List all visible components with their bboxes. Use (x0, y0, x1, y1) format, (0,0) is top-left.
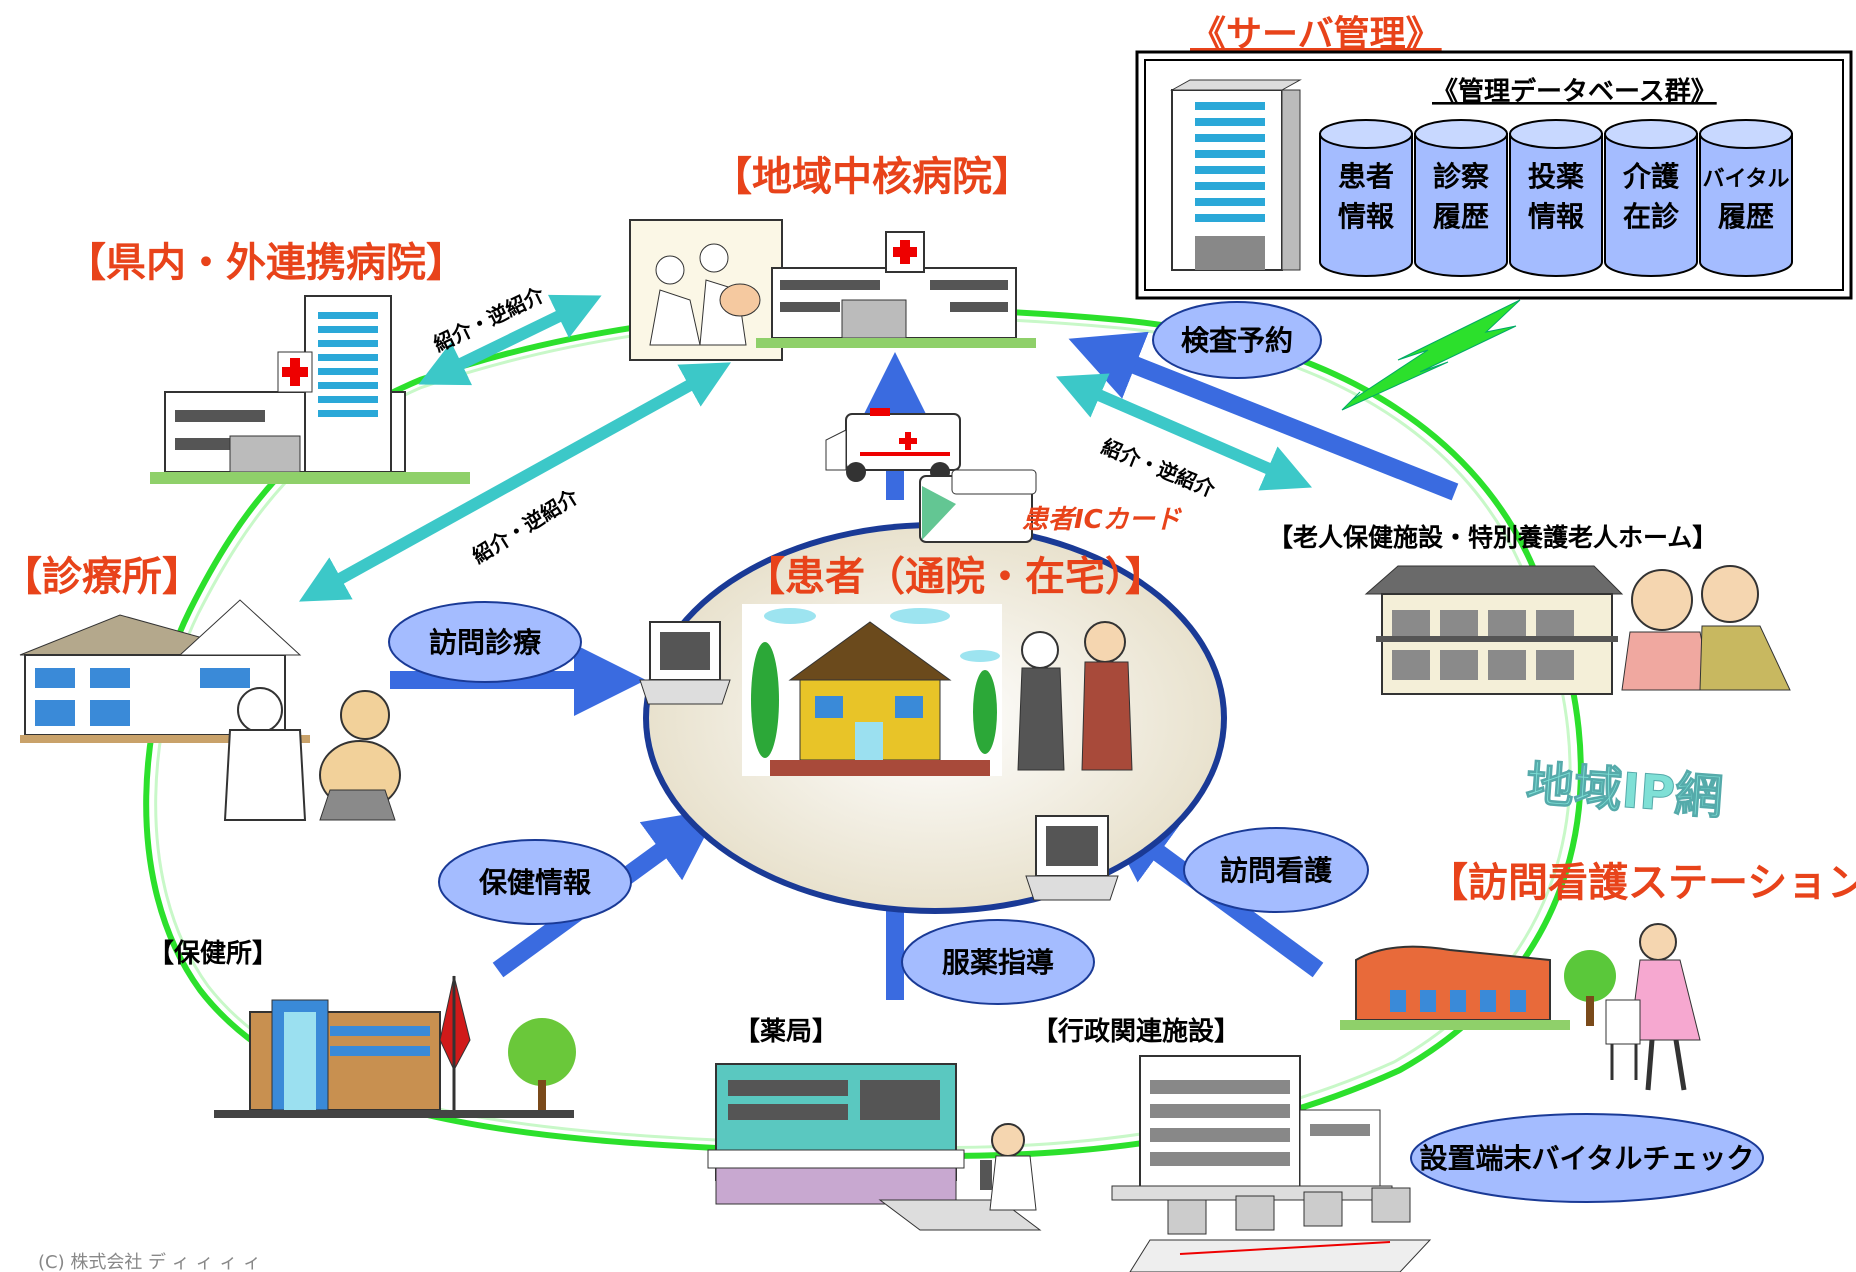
doctor-patient-icon (223, 687, 401, 821)
health-center-title: 【保健所】 (148, 939, 278, 969)
core-hospital-building-icon (756, 231, 1036, 348)
ic-card-label: 患者ICカード (1022, 505, 1183, 535)
arrow-referral-core-clinic (299, 362, 731, 602)
pharmacy: 【薬局】 (707, 1017, 1042, 1231)
house-icon (742, 604, 1002, 776)
pill-health-info: 保健情報 (438, 839, 632, 925)
database-label-line1: 患者 (1338, 160, 1394, 193)
clinic-building-icon (19, 599, 310, 743)
ic-card-icon (919, 469, 1037, 543)
database-label-line2: 情報 (1528, 200, 1585, 233)
pill-visit-nursing: 訪問看護 (1183, 827, 1369, 913)
nursing-station-building-icon (1340, 945, 1616, 1030)
database-label-line1: 介護 (1622, 160, 1680, 193)
health-center: 【保健所】 (148, 939, 576, 1118)
health-center-building-icon (214, 975, 576, 1118)
admin-facility: 【行政関連施設】 (1032, 1016, 1432, 1272)
pill-home-visit-care-label: 訪問診療 (429, 626, 542, 659)
database-label-line1: バイタル (1702, 167, 1789, 192)
pill-vital-check: 設置端末バイタルチェック (1410, 1113, 1764, 1203)
clinic-title: 【診療所】 (2, 554, 202, 600)
server-building-icon (1170, 79, 1302, 271)
partner-hospital-building-icon (150, 295, 470, 484)
admin-facility-building-icon (1111, 1055, 1393, 1201)
pill-medication-guidance-label: 服薬指導 (942, 946, 1054, 979)
partner-hospital: 【県内・外連携病院】 紹介・逆紹介 (66, 240, 549, 484)
nursing-station: 【訪問看護ステーション】 (1340, 860, 1856, 1091)
database-label-line1: 診察 (1433, 160, 1490, 193)
database-label-line2: 履歴 (1718, 200, 1774, 233)
core-hospital: 【地域中核病院】 (629, 154, 1036, 361)
terminals-icon (1129, 1187, 1432, 1272)
elderly-people-icon (1621, 565, 1791, 691)
pharmacy-building-icon (707, 1063, 1042, 1231)
core-hospital-title: 【地域中核病院】 (712, 154, 1032, 200)
elderly-couple-icon (1017, 621, 1133, 771)
nursing-station-title: 【訪問看護ステーション】 (1428, 860, 1856, 906)
pill-medication-guidance: 服薬指導 (901, 919, 1095, 1005)
elderly-facility-title: 【老人保健施設・特別養護老人ホーム】 (1268, 523, 1717, 552)
doctor-scene-icon (629, 219, 783, 361)
pharmacy-title: 【薬局】 (734, 1017, 838, 1047)
pills: 検査予約 訪問診療 保健情報 服薬指導 訪問看護 設置端末バイタルチェック (388, 301, 1764, 1203)
database-label-line2: 在診 (1623, 200, 1680, 233)
pill-home-visit-care: 訪問診療 (388, 601, 582, 683)
pill-exam-booking-label: 検査予約 (1181, 324, 1293, 357)
ambulance-icon (825, 408, 961, 482)
clinic: 【診療所】 (2, 554, 401, 821)
elderly-facility: 【老人保健施設・特別養護老人ホーム】 (1268, 523, 1791, 695)
computer-icon-bottom (1025, 815, 1119, 901)
nurse-icon (1605, 923, 1701, 1091)
patient-home: 【患者（通院・在宅）】 (639, 522, 1227, 914)
footer-copyright: (C) 株式会社 デ ィ ィ ィ ィ (38, 1252, 261, 1272)
pill-health-info-label: 保健情報 (479, 866, 592, 899)
pill-exam-booking: 検査予約 (1152, 301, 1322, 379)
database-label-line2: 履歴 (1433, 200, 1489, 233)
server-panel: 《サーバ管理》 《管理データベース群》 患者情報診察履歴投薬情報介護在診バイタル… (1135, 14, 1853, 300)
admin-facility-title: 【行政関連施設】 (1032, 1016, 1240, 1047)
network-label: 地域IP網 (1524, 756, 1724, 826)
computer-icon-left (639, 621, 731, 705)
lightning-icon (1341, 299, 1521, 411)
patient-title: 【患者（通院・在宅）】 (745, 554, 1165, 600)
server-title: 《サーバ管理》 (1190, 14, 1442, 55)
db-group-title: 《管理データベース群》 (1432, 76, 1717, 107)
database-label-line1: 投薬 (1528, 160, 1584, 193)
partner-hospital-title: 【県内・外連携病院】 (66, 240, 466, 286)
database-label-line2: 情報 (1338, 200, 1395, 233)
elderly-facility-building-icon (1364, 565, 1624, 695)
pill-vital-check-label: 設置端末バイタルチェック (1420, 1142, 1755, 1175)
pill-visit-nursing-label: 訪問看護 (1220, 854, 1333, 887)
arrow-referral-core-facility (1055, 373, 1313, 491)
